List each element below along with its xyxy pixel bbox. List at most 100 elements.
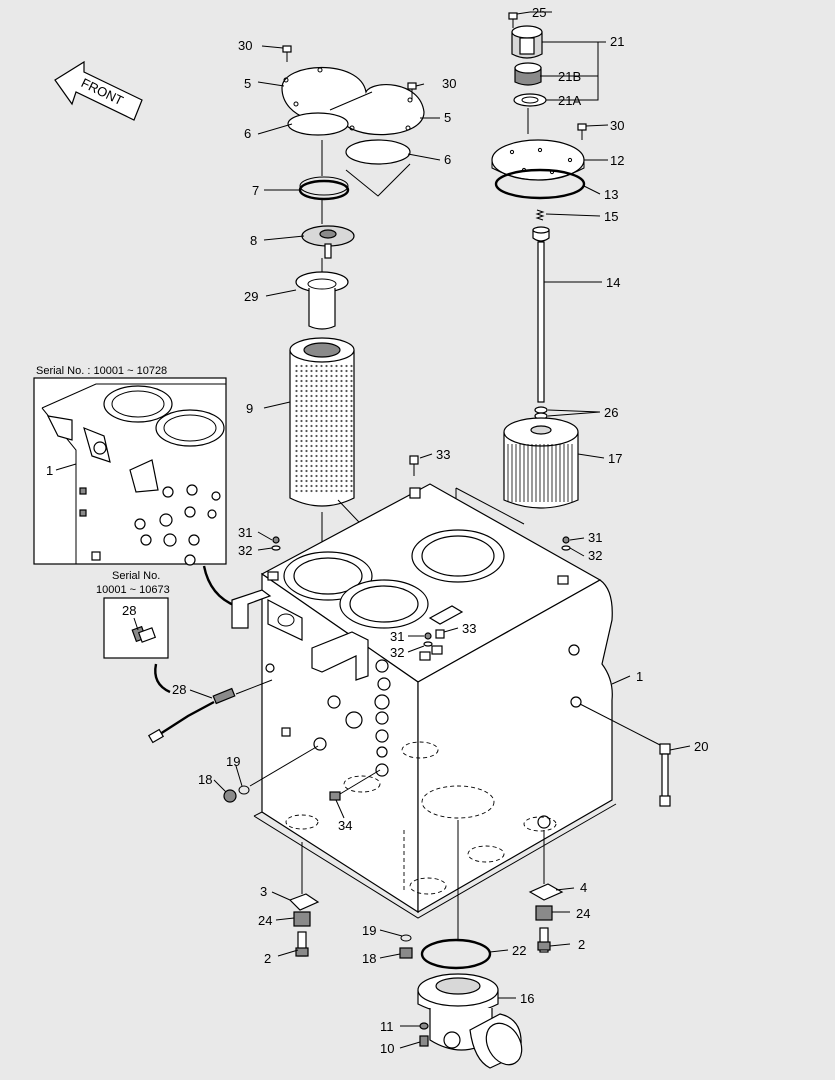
mesh-hole [345, 474, 348, 478]
mesh-hole [305, 454, 308, 458]
mesh-hole [330, 444, 333, 448]
mesh-hole [295, 469, 298, 473]
mesh-hole [305, 434, 308, 438]
mesh-hole [320, 369, 323, 373]
mesh-hole [330, 399, 333, 403]
mesh-hole [325, 469, 328, 473]
mesh-hole [300, 419, 303, 423]
mesh-hole [325, 414, 328, 418]
mesh-hole [295, 419, 298, 423]
mesh-hole [295, 459, 298, 463]
mesh-hole [295, 484, 298, 488]
mesh-hole [335, 414, 338, 418]
mesh-hole [345, 489, 348, 493]
mesh-hole [315, 409, 318, 413]
mesh-hole [300, 384, 303, 388]
callout-1-inset: 1 [46, 463, 53, 478]
mesh-hole [350, 469, 353, 473]
mesh-hole [305, 429, 308, 433]
mesh-hole [300, 429, 303, 433]
spring-15 [535, 209, 545, 221]
mesh-hole [335, 479, 338, 483]
mesh-hole [310, 404, 313, 408]
mesh-hole [345, 384, 348, 388]
mesh-hole [350, 429, 353, 433]
mesh-hole [320, 379, 323, 383]
callout-19-b: 19 [362, 923, 376, 938]
mesh-hole [315, 449, 318, 453]
mesh-hole [335, 394, 338, 398]
mesh-hole [320, 374, 323, 378]
mesh-hole [325, 454, 328, 458]
mesh-hole [310, 369, 313, 373]
mesh-hole [345, 469, 348, 473]
mesh-hole [350, 414, 353, 418]
mesh-hole [330, 474, 333, 478]
callout-10: 10 [380, 1041, 394, 1056]
mesh-hole [330, 484, 333, 488]
mesh-hole [335, 409, 338, 413]
mesh-hole [345, 464, 348, 468]
mesh-hole [305, 369, 308, 373]
mesh-hole [335, 454, 338, 458]
mesh-hole [310, 454, 313, 458]
callout-11: 11 [380, 1019, 394, 1034]
bypass-valve [301, 225, 355, 259]
washers-26 [534, 406, 548, 420]
mesh-hole [350, 399, 353, 403]
mesh-hole [345, 479, 348, 483]
callout-25: 25 [532, 5, 546, 20]
mesh-hole [295, 414, 298, 418]
mesh-hole [310, 459, 313, 463]
mesh-hole [310, 389, 313, 393]
mesh-hole [350, 389, 353, 393]
air-breather-cap [511, 25, 543, 59]
mesh-hole [335, 489, 338, 493]
callout-34: 34 [338, 818, 352, 833]
callout-18-a: 18 [198, 772, 212, 787]
callout-28: 28 [172, 682, 186, 697]
mesh-hole [335, 429, 338, 433]
mesh-hole [330, 409, 333, 413]
mesh-hole [350, 364, 353, 368]
mesh-hole [345, 429, 348, 433]
mesh-hole [305, 399, 308, 403]
callout-19-a: 19 [226, 754, 240, 769]
mesh-hole [340, 384, 343, 388]
mesh-hole [315, 464, 318, 468]
mesh-hole [335, 469, 338, 473]
mesh-hole [310, 409, 313, 413]
mesh-hole [330, 479, 333, 483]
mesh-hole [310, 419, 313, 423]
mesh-hole [345, 439, 348, 443]
mesh-hole [340, 404, 343, 408]
mesh-hole [340, 429, 343, 433]
callout-5-a: 5 [244, 76, 251, 91]
mesh-hole [315, 459, 318, 463]
mesh-hole [345, 409, 348, 413]
mesh-hole [310, 414, 313, 418]
mesh-hole [320, 399, 323, 403]
mesh-hole [345, 419, 348, 423]
mesh-hole [335, 444, 338, 448]
mesh-hole [300, 479, 303, 483]
mesh-hole [315, 444, 318, 448]
mesh-hole [325, 459, 328, 463]
mesh-hole [300, 399, 303, 403]
mesh-hole [315, 489, 318, 493]
mesh-hole [340, 389, 343, 393]
mesh-hole [315, 479, 318, 483]
plug-33-top [409, 455, 419, 476]
mesh-hole [315, 484, 318, 488]
mesh-hole [350, 404, 353, 408]
mesh-hole [335, 474, 338, 478]
mesh-hole [305, 464, 308, 468]
mesh-hole [300, 484, 303, 488]
mesh-hole [300, 459, 303, 463]
mesh-hole [305, 444, 308, 448]
callout-5-b: 5 [444, 110, 451, 125]
mesh-hole [330, 389, 333, 393]
mesh-hole [340, 414, 343, 418]
bolt-10 [419, 1035, 429, 1047]
mesh-hole [345, 404, 348, 408]
